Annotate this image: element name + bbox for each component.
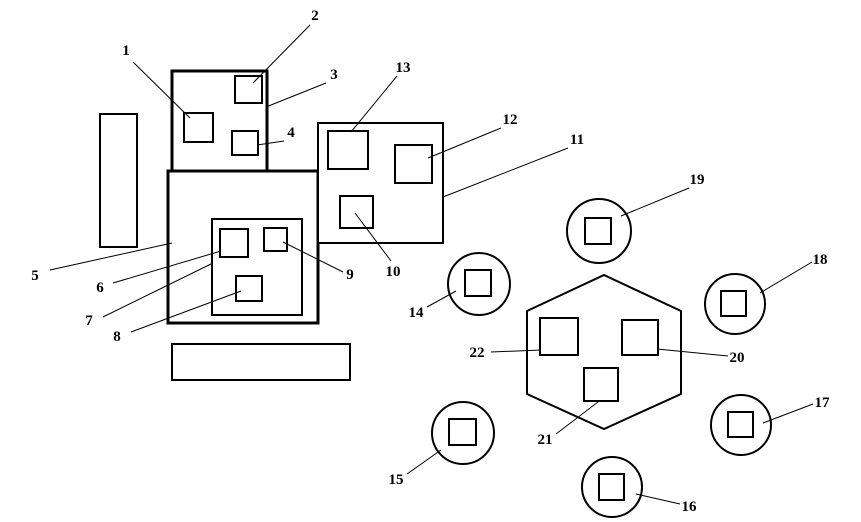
square-in-circle-14 [464, 269, 492, 297]
leader-line-19 [620, 187, 690, 217]
square-9 [263, 227, 288, 252]
label-5: 5 [31, 268, 39, 284]
leader-line-6 [112, 250, 222, 284]
square-22 [539, 317, 579, 356]
label-3: 3 [330, 67, 338, 83]
label-6: 6 [96, 280, 104, 296]
label-22: 22 [470, 345, 485, 361]
leader-line-22 [490, 349, 542, 353]
square-6 [219, 228, 249, 258]
label-7: 7 [85, 313, 93, 329]
leader-line-21 [555, 401, 599, 435]
leader-line-16 [635, 493, 681, 505]
square-4 [231, 130, 259, 156]
square-12 [394, 144, 433, 184]
leader-line-11 [442, 147, 569, 198]
label-9: 9 [346, 267, 354, 283]
label-18: 18 [813, 252, 828, 268]
square-2 [234, 75, 263, 104]
label-13: 13 [396, 60, 411, 76]
label-20: 20 [730, 350, 745, 366]
leader-line-1 [132, 61, 191, 119]
square-10 [339, 195, 374, 229]
leader-line-8 [130, 290, 242, 333]
label-19: 19 [690, 172, 705, 188]
label-1: 1 [122, 43, 130, 59]
label-4: 4 [287, 125, 295, 141]
leader-line-3 [265, 82, 327, 108]
leader-line-18 [759, 261, 813, 294]
label-8: 8 [113, 329, 121, 345]
label-14: 14 [409, 305, 425, 321]
leader-line-12 [427, 127, 502, 159]
leader-line-10 [354, 212, 392, 262]
label-11: 11 [570, 132, 584, 148]
leader-line-4 [256, 140, 285, 146]
label-12: 12 [503, 112, 518, 128]
square-13 [327, 130, 369, 170]
square-in-circle-16 [598, 473, 625, 501]
leader-line-5 [49, 242, 173, 271]
leader-line-13 [350, 75, 398, 133]
square-20 [621, 319, 659, 356]
leader-line-7 [102, 262, 214, 318]
leader-line-20 [656, 348, 729, 357]
tall-rectangle [99, 113, 138, 248]
label-17: 17 [815, 395, 831, 411]
label-16: 16 [682, 499, 698, 515]
square-in-circle-18 [720, 290, 747, 317]
leader-line-2 [252, 24, 311, 84]
square-in-circle-17 [727, 411, 754, 438]
leader-line-17 [762, 403, 814, 424]
label-2: 2 [311, 8, 319, 24]
leader-line-15 [406, 449, 442, 475]
square-in-circle-19 [584, 217, 612, 245]
square-in-circle-15 [448, 418, 477, 446]
label-10: 10 [386, 264, 401, 280]
leader-line-14 [426, 290, 457, 308]
square-8 [235, 275, 263, 302]
square-21 [583, 367, 619, 402]
leader-line-9 [282, 241, 344, 273]
bottom-bar [171, 343, 351, 381]
label-15: 15 [389, 472, 404, 488]
label-21: 21 [538, 432, 553, 448]
hexagon [526, 273, 682, 431]
square-1 [183, 112, 214, 143]
